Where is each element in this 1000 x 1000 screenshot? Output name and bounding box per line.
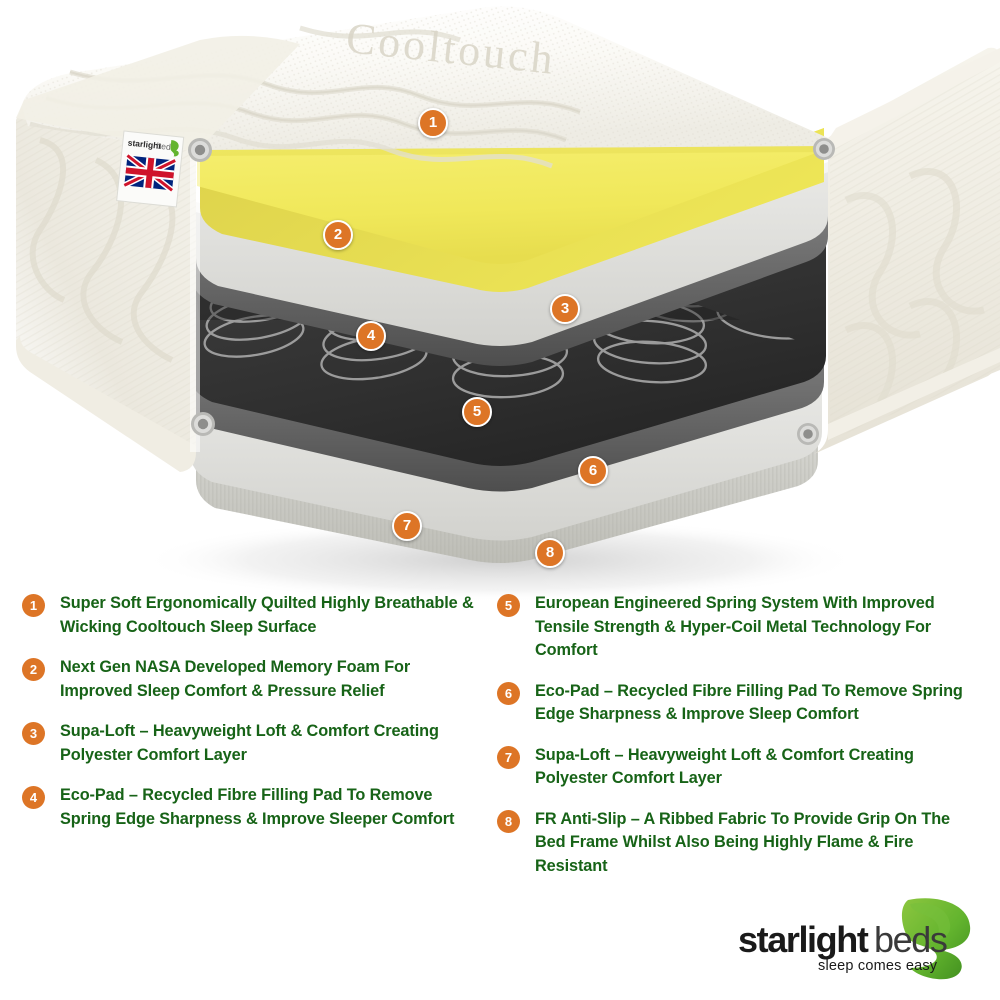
list-item: 8 FR Anti-Slip – A Ribbed Fabric To Prov… bbox=[497, 808, 977, 879]
svg-text:beds: beds bbox=[156, 141, 175, 153]
starlightbeds-logo[interactable]: starlight beds sleep comes easy bbox=[732, 894, 982, 980]
feature-badge-2: 2 bbox=[22, 658, 45, 681]
feature-badge-5: 5 bbox=[497, 594, 520, 617]
callout-badge-3[interactable]: 3 bbox=[550, 294, 580, 324]
feature-list: 1 Super Soft Ergonomically Quilted Highl… bbox=[0, 592, 1000, 912]
feature-text-5: European Engineered Spring System With I… bbox=[535, 594, 935, 659]
logo-graphic: starlight beds sleep comes easy bbox=[738, 898, 971, 980]
logo-tagline: sleep comes easy bbox=[818, 958, 938, 974]
list-item: 4 Eco-Pad – Recycled Fibre Filling Pad T… bbox=[22, 784, 482, 831]
list-item: 5 European Engineered Spring System With… bbox=[497, 592, 977, 663]
list-item: 7 Supa-Loft – Heavyweight Loft & Comfort… bbox=[497, 744, 977, 791]
union-jack-icon bbox=[123, 153, 177, 193]
logo-word-light: beds bbox=[874, 919, 947, 960]
callout-badge-5[interactable]: 5 bbox=[462, 397, 492, 427]
eco-pad-lower-layer bbox=[188, 352, 824, 492]
list-item: 3 Supa-Loft – Heavyweight Loft & Comfort… bbox=[22, 720, 482, 767]
logo-word-dark: starlight bbox=[738, 919, 869, 960]
feature-column-left: 1 Super Soft Ergonomically Quilted Highl… bbox=[22, 592, 482, 848]
feature-column-right: 5 European Engineered Spring System With… bbox=[497, 592, 977, 895]
feature-text-3: Supa-Loft – Heavyweight Loft & Comfort C… bbox=[60, 722, 439, 764]
feature-text-8: FR Anti-Slip – A Ribbed Fabric To Provid… bbox=[535, 809, 951, 875]
feature-badge-8: 8 bbox=[497, 809, 520, 833]
list-item: 1 Super Soft Ergonomically Quilted Highl… bbox=[22, 592, 482, 639]
feature-badge-6: 6 bbox=[497, 681, 520, 705]
brand-label-tag: starlight beds bbox=[116, 130, 185, 208]
mattress-cutaway-image: Cooltouch bbox=[16, 6, 1000, 600]
list-item: 2 Next Gen NASA Developed Memory Foam Fo… bbox=[22, 656, 482, 703]
memory-foam-surface bbox=[197, 146, 824, 264]
feature-text-4: Eco-Pad – Recycled Fibre Filling Pad To … bbox=[60, 786, 455, 828]
feature-badge-4: 4 bbox=[22, 786, 45, 809]
memory-foam-face bbox=[200, 128, 824, 292]
feature-text-1: Super Soft Ergonomically Quilted Highly … bbox=[60, 594, 474, 636]
feature-badge-1: 1 bbox=[22, 594, 45, 617]
feature-text-6: Eco-Pad – Recycled Fibre Filling Pad To … bbox=[535, 681, 963, 724]
right-panel-quilt bbox=[844, 168, 985, 404]
callout-badge-6[interactable]: 6 bbox=[578, 456, 608, 486]
right-panel-bottom-piping bbox=[828, 348, 1000, 440]
label-brand-text: starlight bbox=[127, 137, 162, 150]
feature-text-7: Supa-Loft – Heavyweight Loft & Comfort C… bbox=[535, 745, 914, 788]
callout-badge-8[interactable]: 8 bbox=[535, 538, 565, 568]
eco-pad-upper-layer bbox=[192, 212, 828, 366]
left-panel-bottom-piping bbox=[16, 336, 196, 472]
callout-badge-2[interactable]: 2 bbox=[323, 220, 353, 250]
callout-badge-7[interactable]: 7 bbox=[392, 511, 422, 541]
callout-badge-1[interactable]: 1 bbox=[418, 108, 448, 138]
supa-loft-lower-layer bbox=[190, 382, 822, 541]
list-item: 6 Eco-Pad – Recycled Fibre Filling Pad T… bbox=[497, 680, 977, 727]
mattress-cross-section-graphic: Cooltouch bbox=[16, 6, 1000, 600]
feature-badge-7: 7 bbox=[497, 745, 520, 769]
feature-badge-3: 3 bbox=[22, 722, 45, 745]
feature-text-2: Next Gen NASA Developed Memory Foam For … bbox=[60, 658, 411, 700]
right-panel-top-piping bbox=[828, 48, 1000, 150]
supa-loft-upper-layer bbox=[196, 172, 828, 346]
callout-badge-4[interactable]: 4 bbox=[356, 321, 386, 351]
air-vent-eyelets bbox=[188, 138, 835, 445]
green-swoosh-icon bbox=[901, 898, 971, 980]
